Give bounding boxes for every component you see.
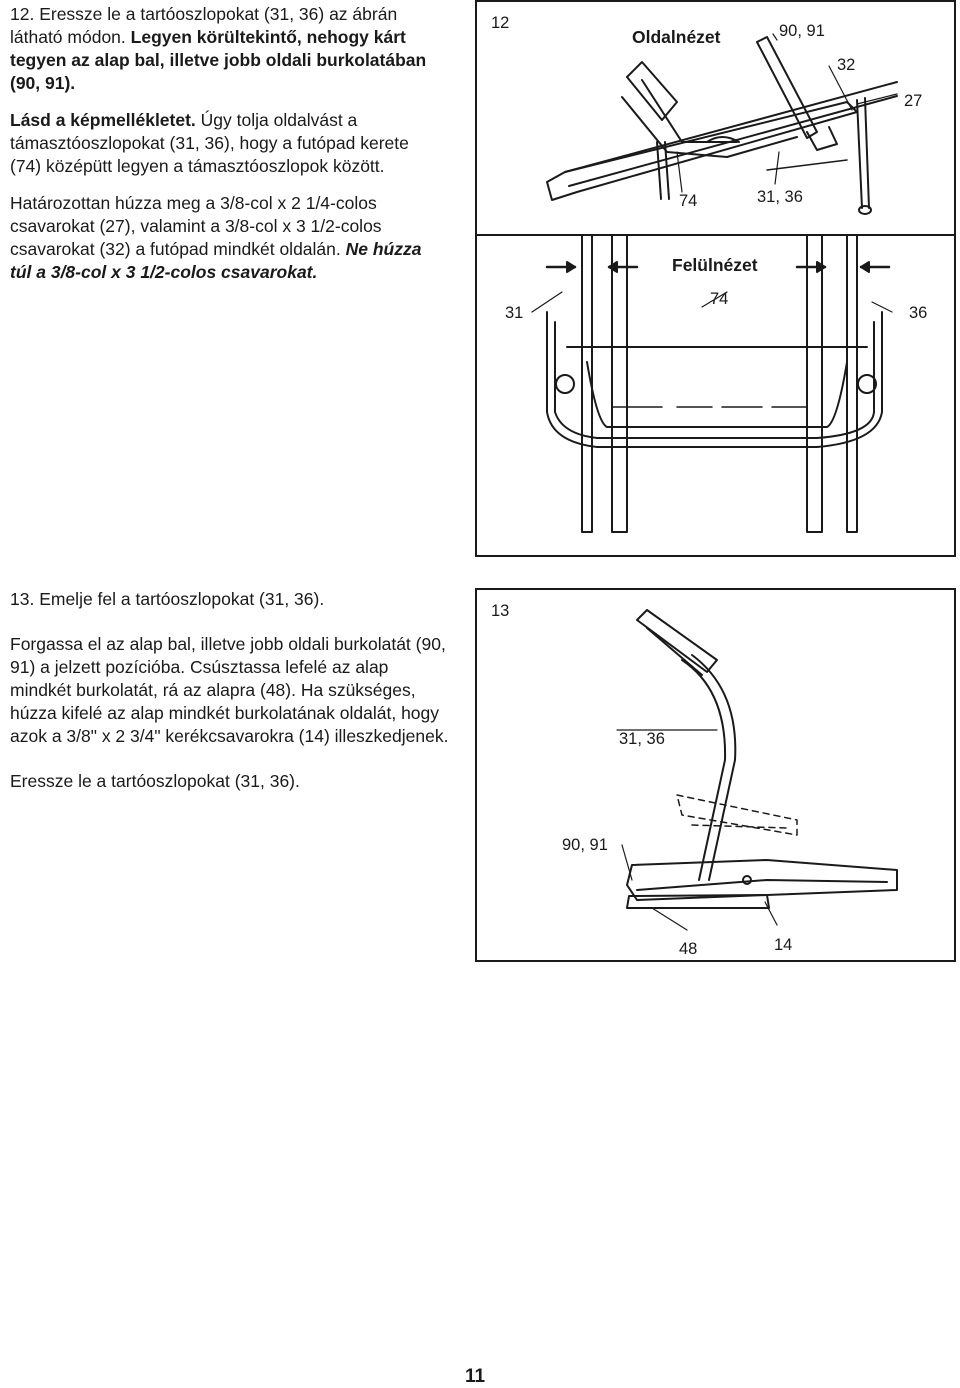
step-13-text-1: Emelje fel a tartóoszlopokat (31, 36).	[39, 589, 325, 609]
step-13-paragraph-3: Eressze le a tartóoszlopokat (31, 36).	[10, 771, 300, 791]
step-12-instructions: 12. Eressze le a tartóoszlopokat (31, 36…	[10, 3, 440, 284]
label-uprights: 31, 36	[619, 730, 665, 748]
label-uprights-side: 31, 36	[757, 188, 803, 206]
top-view-treadmill-drawing	[531, 235, 893, 533]
label-base-covers: 90, 91	[562, 836, 608, 854]
figure-13-number: 13	[491, 602, 510, 620]
step-13-paragraph-1: 13. Emelje fel a tartóoszlopokat (31, 36…	[10, 588, 450, 611]
step-12-paragraph-3: Határozottan húzza meg a 3/8-col x 2 1/4…	[10, 192, 440, 284]
step-13-number: 13.	[10, 589, 35, 609]
label-bolt-32: 32	[837, 56, 856, 74]
side-view-treadmill-drawing	[546, 33, 898, 215]
label-upright-31: 31	[505, 304, 524, 322]
label-wheel-bolts: 14	[774, 936, 793, 954]
side-view-title: Oldalnézet	[632, 27, 721, 47]
step-12-text-3: Határozottan húzza meg a 3/8-col x 2 1/4…	[10, 193, 382, 259]
figure-12-drawing	[531, 33, 898, 533]
step-13-instructions: 13. Emelje fel a tartóoszlopokat (31, 36…	[10, 588, 450, 793]
figure-12-divider	[477, 234, 954, 236]
page-number: 11	[465, 1366, 486, 1387]
step-12-warning: Legyen körültekintő, nehogy kárt tegyen …	[10, 27, 427, 93]
step-12-paragraph-2: Lásd a képmellékletet. Úgy tolja oldalvá…	[10, 109, 440, 178]
step-12-text-2: Úgy tolja oldalvást a támasztóoszlopokat…	[10, 110, 409, 176]
label-bolt-27: 27	[904, 92, 923, 110]
step-13-paragraph-2: Forgassa el az alap bal, illetve jobb ol…	[10, 634, 449, 746]
label-frame-74-top: 74	[710, 290, 729, 308]
figure-13-drawing	[616, 609, 898, 931]
figure-13: 13 31, 36 90, 91 48 14	[475, 588, 956, 962]
step-12-see-attachment: Lásd a képmellékletet.	[10, 110, 196, 130]
top-view-title: Felülnézet	[672, 255, 758, 275]
label-base: 48	[679, 940, 698, 958]
figure-12: 12 Oldalnézet 90, 91 32 27 74 31, 36 Fel…	[475, 0, 956, 557]
figure-12-number: 12	[491, 14, 510, 32]
label-frame-74-side: 74	[679, 192, 698, 210]
step-12-number: 12.	[10, 4, 35, 24]
step-12-caution: Ne húzza túl a 3/8-col x 3 1/2-colos csa…	[10, 239, 422, 282]
step-12-text-1: Eressze le a tartóoszlopokat (31, 36) az…	[10, 4, 398, 47]
label-upright-36: 36	[909, 304, 928, 322]
label-base-covers: 90, 91	[779, 22, 825, 40]
step-12-paragraph-1: 12. Eressze le a tartóoszlopokat (31, 36…	[10, 3, 440, 95]
